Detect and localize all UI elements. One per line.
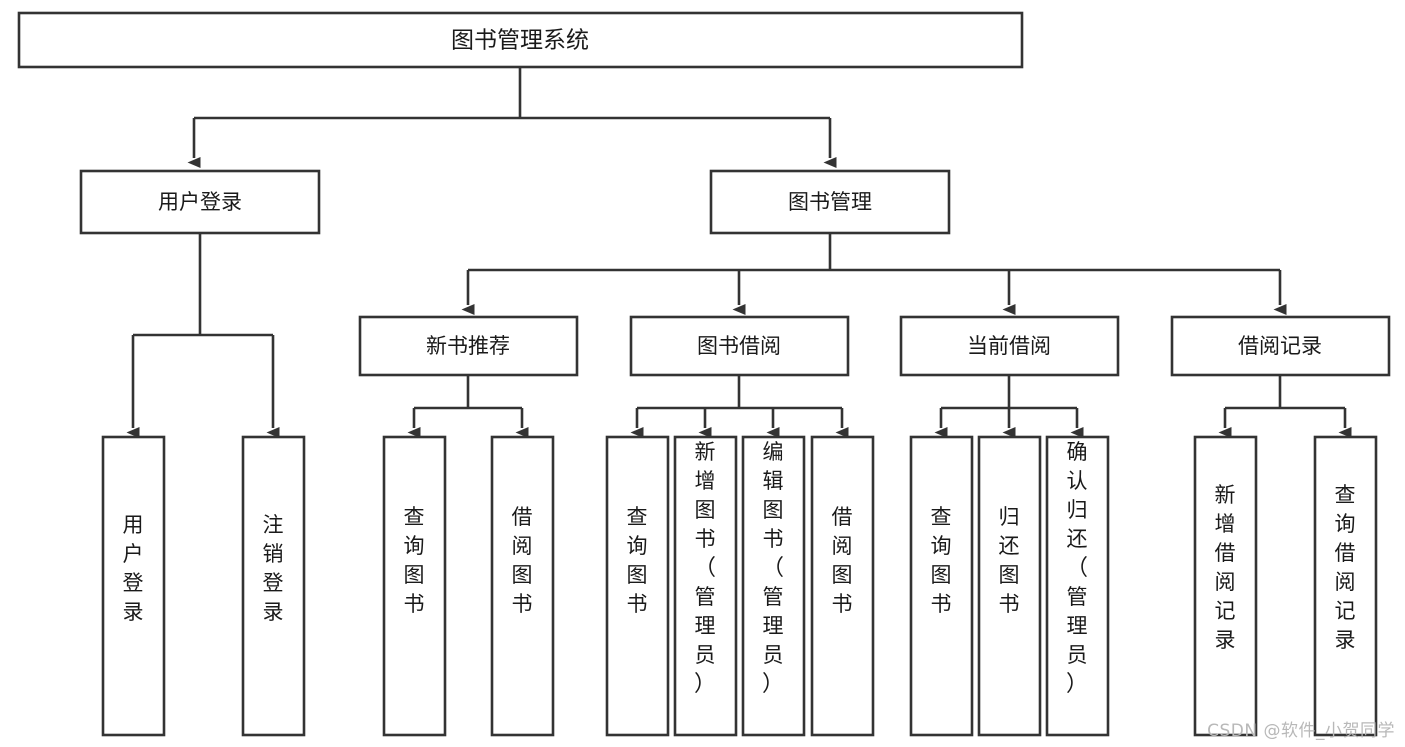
connector-current-borrow-to-leaves xyxy=(934,375,1084,438)
node-new-book-recommend[interactable]: 新书推荐 xyxy=(358,315,579,377)
leaf-box[interactable] xyxy=(810,435,875,737)
borrow-record-box[interactable] xyxy=(1170,315,1391,377)
connector-new-book-recommend-to-leaves xyxy=(407,375,529,438)
leaf-box[interactable] xyxy=(101,435,166,737)
leaf-label: 归还图书 xyxy=(999,505,1020,616)
leaf-borrow-book-recommend[interactable]: 借阅图书 xyxy=(490,435,555,737)
leaf-box[interactable] xyxy=(241,435,306,737)
connector-borrow-record-to-leaves xyxy=(1218,375,1352,438)
leaf-box[interactable] xyxy=(741,435,806,737)
node-root[interactable]: 图书管理系统 xyxy=(17,11,1024,69)
leaf-label: 新增借阅记录 xyxy=(1215,483,1236,652)
book-management-box[interactable] xyxy=(709,169,951,235)
root-box[interactable] xyxy=(17,11,1024,69)
connector-user-login-to-leaves xyxy=(126,233,280,438)
current-borrow-box[interactable] xyxy=(899,315,1120,377)
leaf-return-book[interactable]: 归还图书 xyxy=(977,435,1042,737)
new-book-recommend-label: 新书推荐 xyxy=(426,334,510,358)
connector-root-to-level2 xyxy=(187,67,837,168)
book-management-label: 图书管理 xyxy=(788,190,872,214)
leaf-label: 借阅图书 xyxy=(832,505,853,616)
new-book-recommend-box[interactable] xyxy=(358,315,579,377)
book-borrow-box[interactable] xyxy=(629,315,850,377)
leaf-query-book-recommend[interactable]: 查询图书 xyxy=(382,435,447,737)
leaf-query-book-borrow[interactable]: 查询图书 xyxy=(605,435,670,737)
current-borrow-label: 当前借阅 xyxy=(967,334,1051,358)
node-book-borrow[interactable]: 图书借阅 xyxy=(629,315,850,377)
leaf-logout[interactable]: 注销登录 xyxy=(241,435,306,737)
leaf-label: 借阅图书 xyxy=(512,505,533,616)
root-label: 图书管理系统 xyxy=(451,28,589,54)
leaf-box[interactable] xyxy=(1193,435,1258,737)
user-login-label: 用户登录 xyxy=(158,190,242,214)
leaf-label: 编辑图书（管理员） xyxy=(762,440,784,697)
leaf-label: 查询图书 xyxy=(627,505,648,616)
node-borrow-record[interactable]: 借阅记录 xyxy=(1170,315,1391,377)
borrow-record-label: 借阅记录 xyxy=(1238,334,1322,358)
connector-book-borrow-to-leaves xyxy=(630,375,849,438)
leaf-add-borrow-record[interactable]: 新增借阅记录 xyxy=(1193,435,1258,737)
node-current-borrow[interactable]: 当前借阅 xyxy=(899,315,1120,377)
leaf-query-borrow-record[interactable]: 查询借阅记录 xyxy=(1313,435,1378,737)
leaf-label: 查询借阅记录 xyxy=(1335,483,1356,652)
leaf-label: 新增图书（管理员） xyxy=(694,440,716,697)
leaf-borrow-book[interactable]: 借阅图书 xyxy=(810,435,875,737)
leaf-edit-book-admin[interactable]: 编辑图书（管理员） xyxy=(741,435,806,737)
leaf-label: 查询图书 xyxy=(931,505,952,616)
leaf-box[interactable] xyxy=(605,435,670,737)
leaf-box[interactable] xyxy=(1045,435,1110,737)
leaf-box[interactable] xyxy=(1313,435,1378,737)
leaf-label: 用户登录 xyxy=(123,513,144,624)
leaf-box[interactable] xyxy=(673,435,738,737)
leaf-box[interactable] xyxy=(382,435,447,737)
leaf-add-book-admin[interactable]: 新增图书（管理员） xyxy=(673,435,738,737)
leaf-user-login[interactable]: 用户登录 xyxy=(101,435,166,737)
leaf-box[interactable] xyxy=(909,435,974,737)
leaf-box[interactable] xyxy=(490,435,555,737)
leaf-confirm-return-admin[interactable]: 确认归还（管理员） xyxy=(1045,435,1110,737)
leaf-label: 注销登录 xyxy=(263,513,284,624)
connector-book-management-to-level3 xyxy=(461,233,1287,315)
node-user-login[interactable]: 用户登录 xyxy=(79,169,321,235)
leaf-box[interactable] xyxy=(977,435,1042,737)
leaf-label: 查询图书 xyxy=(404,505,425,616)
leaf-query-book-current[interactable]: 查询图书 xyxy=(909,435,974,737)
node-book-management[interactable]: 图书管理 xyxy=(709,169,951,235)
book-borrow-label: 图书借阅 xyxy=(697,334,781,358)
leaf-label: 确认归还（管理员） xyxy=(1066,440,1088,697)
